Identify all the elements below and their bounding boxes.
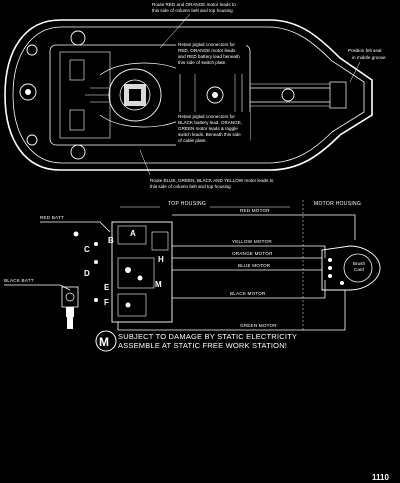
red-batt-label: RED BATT (40, 215, 64, 220)
terminal-h-label: H (158, 255, 164, 264)
terminal-c-label: C (84, 245, 90, 254)
note-pigtail-black-line5: of cable plate. (178, 138, 207, 143)
black-batt-label: BLACK BATT (4, 278, 34, 283)
static-warning-icon (95, 330, 117, 352)
note-pigtail-red-line4: this side of switch plate. (178, 60, 227, 65)
note-felt-seal-line2: in middle groove (352, 55, 386, 60)
top-view-annotations: Route RED and ORANGE motor leads to this… (139, 2, 386, 189)
motor-brush-card (321, 245, 381, 291)
note-pigtail-black-line2: BLACK battery lead, ORANGE, (178, 120, 242, 125)
blue-motor-label: BLUE MOTOR (238, 263, 271, 268)
note-pigtail-black-line3: GREEN motor leads & toggle (178, 126, 238, 131)
note-red-orange-line2: this side of column belt and top housing (152, 8, 233, 13)
terminal-d-label: D (84, 269, 90, 278)
switch-plate (111, 221, 173, 323)
toggle-switch (61, 286, 79, 329)
schematic: TOP HOUSING MOTOR HOUSING RED BATT BLACK… (4, 200, 381, 331)
yellow-motor-label: YELLOW MOTOR (232, 239, 272, 244)
note-felt-seal-line1: Position felt seal (348, 48, 381, 53)
page-number: 1110 (372, 473, 389, 482)
terminal-a-label: A (130, 229, 136, 238)
terminal-e-label: E (104, 283, 110, 292)
brush-card-label-line2: Card (354, 267, 364, 272)
terminal-b-label: B (108, 236, 114, 245)
brush-card-label-line1: Brush (353, 261, 365, 266)
orange-motor-label: ORANGE MOTOR (232, 251, 273, 256)
note-pigtail-black-line4: switch leads. Beneath this side (178, 132, 241, 137)
green-motor-label: GREEN MOTOR (240, 323, 277, 328)
note-pigtail-red-line3: and RED battery lead beneath (178, 54, 240, 59)
terminal-f-label: F (104, 298, 109, 307)
static-warning: M SUBJECT TO DAMAGE BY STATIC ELECTRICIT… (95, 330, 297, 352)
warning-line1: SUBJECT TO DAMAGE BY STATIC ELECTRICITY (118, 332, 297, 341)
top-view-housing (4, 19, 373, 171)
motor-wires (117, 214, 356, 331)
motor-housing-label: MOTOR HOUSING (314, 201, 361, 207)
note-blue-green-line2: this side of column belt and top housing (150, 184, 231, 189)
note-pigtail-red-line2: RED, ORANGE motor leads (178, 48, 236, 53)
top-housing-label: TOP HOUSING (168, 201, 206, 207)
warning-line2: ASSEMBLE AT STATIC FREE WORK STATION! (118, 341, 287, 350)
black-motor-label: BLACK MOTOR (230, 291, 266, 296)
static-warning-symbol: M (99, 335, 109, 349)
note-pigtail-black-line1: Retain pigtail connectors for (178, 114, 235, 119)
note-blue-green-line1: Route BLUE, GREEN, BLACK AND YELLOW moto… (150, 178, 274, 183)
red-motor-label: RED MOTOR (240, 208, 270, 213)
terminal-m-label: M (155, 280, 162, 289)
note-pigtail-red-line1: Retain pigtail connectors for (178, 42, 235, 47)
note-red-orange-line1: Route RED and ORANGE motor leads to (152, 2, 236, 7)
